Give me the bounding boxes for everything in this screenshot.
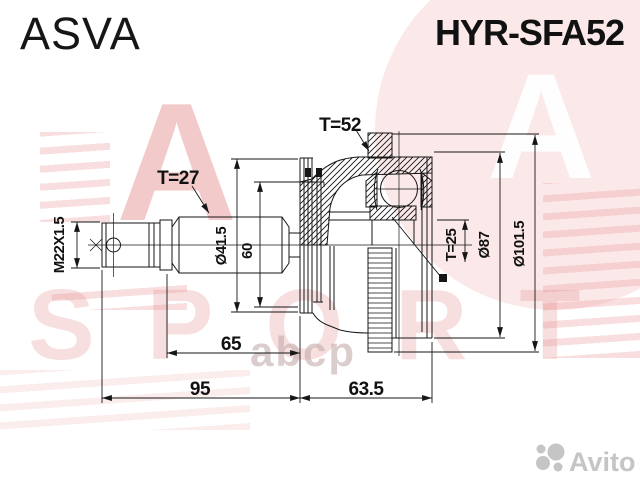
dim-housing-diameter: Ø87 [476, 231, 493, 258]
dim-abs-ring-diameter: Ø101.5 [511, 221, 528, 267]
dim-abs-ring-teeth: T=52 [319, 115, 361, 136]
dim-housing-length: 63.5 [349, 379, 385, 400]
brand-logo-text: ASVA [20, 8, 141, 59]
avito-watermark: Avito [536, 443, 636, 477]
dim-thread: M22X1.5 [51, 217, 68, 274]
housing-external [312, 246, 432, 353]
avito-logo-icon [536, 443, 565, 472]
abs-ring-teeth-lines [368, 252, 392, 349]
dimension-lines: M22X1.5 Ø41.5 60 T=52 T=27 T=25 [51, 115, 539, 403]
dim-shaft-diameter: Ø41.5 [213, 227, 230, 266]
avito-watermark-text: Avito [569, 447, 636, 477]
dim-boot-groove-diameter: 60 [239, 243, 256, 259]
centerlines [88, 131, 472, 356]
inner-race-spline [369, 205, 417, 221]
part-number: HYR-SFA52 [434, 12, 625, 53]
housing-section [299, 132, 433, 338]
abs-ring-teeth-band [367, 247, 393, 353]
dim-shaft-spline-teeth: T=27 [157, 168, 199, 189]
dim-inner-spline-teeth: T=25 [443, 229, 460, 262]
abs-ring-section [367, 132, 393, 159]
dim-overall-left-length: 95 [190, 379, 211, 400]
dim-shaft-length: 65 [221, 334, 242, 355]
ball-and-race [328, 168, 433, 245]
